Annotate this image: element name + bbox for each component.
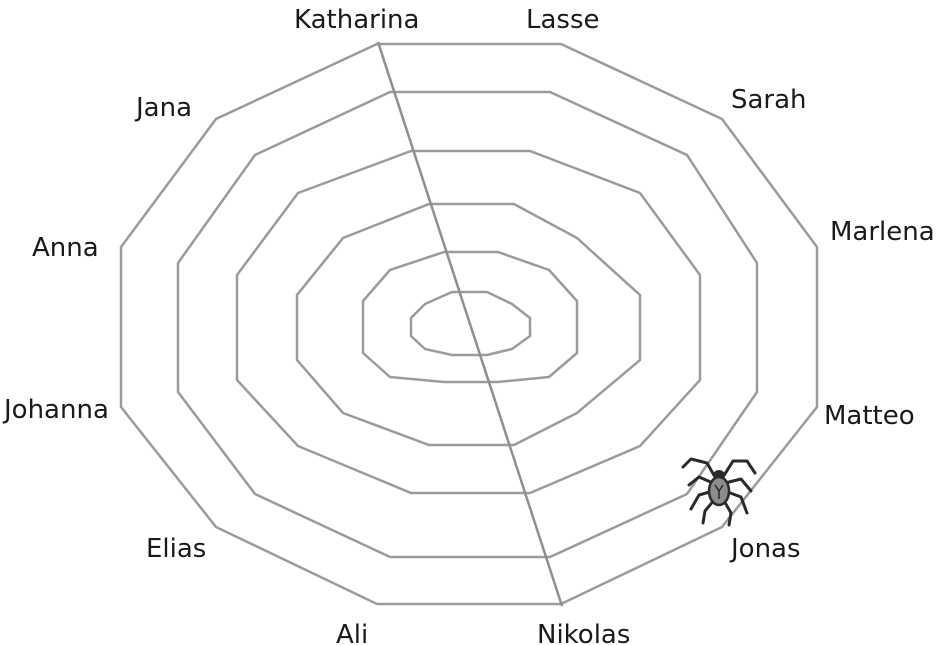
- name-label-johanna: Johanna: [2, 395, 109, 425]
- name-labels: Katharina Lasse Sarah Marlena Matteo Jon…: [2, 5, 935, 645]
- name-label-elias: Elias: [146, 534, 206, 564]
- name-label-nikolas: Nikolas: [537, 620, 630, 645]
- name-label-ali: Ali: [336, 620, 368, 645]
- web-ring-5: [178, 92, 757, 557]
- name-label-lasse: Lasse: [526, 5, 600, 35]
- web-divider-line: [378, 42, 562, 606]
- name-label-matteo: Matteo: [824, 401, 915, 431]
- name-label-marlena: Marlena: [830, 217, 935, 247]
- web-ring-2: [363, 252, 577, 382]
- name-label-anna: Anna: [32, 233, 99, 263]
- web-ring-3: [297, 204, 640, 445]
- name-label-katharina: Katharina: [294, 5, 419, 35]
- spider-icon: [683, 459, 755, 525]
- name-label-jonas: Jonas: [729, 534, 801, 564]
- name-label-jana: Jana: [134, 93, 192, 123]
- name-label-sarah: Sarah: [731, 85, 807, 115]
